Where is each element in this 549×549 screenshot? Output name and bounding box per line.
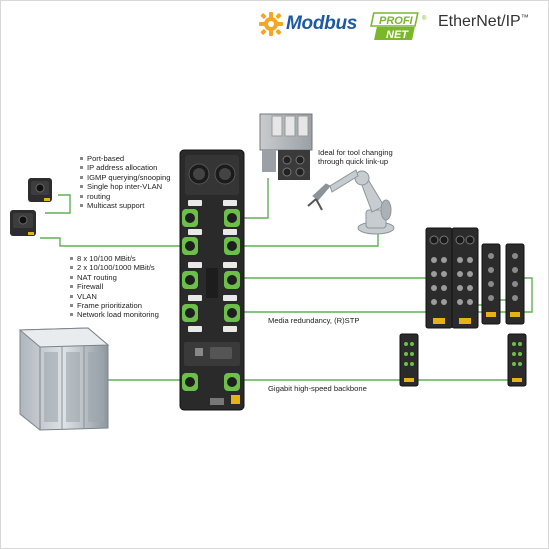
ethernetip-trademark: ™	[520, 13, 529, 22]
modbus-logo: Modbus	[258, 9, 357, 39]
switch-feature-list: Port-based IP address allocation IGMP qu…	[80, 154, 170, 210]
profinet-logo: PROFI NET ®	[369, 12, 427, 42]
backbone-module-2	[507, 333, 527, 387]
modbus-text: Modbus	[286, 13, 358, 34]
camera-device-2	[10, 210, 36, 236]
io-module-2	[451, 227, 479, 329]
feature-item: Port-based	[80, 154, 170, 163]
feature-item: routing	[80, 192, 170, 201]
port-feature-list: 8 x 10/100 MBit/s 2 x 10/100/1000 MBit/s…	[70, 254, 159, 320]
control-cabinet	[18, 327, 110, 431]
profinet-registered-mark: ®	[422, 15, 427, 22]
tool-changing-line2: through quick link-up	[318, 157, 389, 167]
tool-changing-line1: Ideal for tool changing	[318, 148, 393, 157]
feature-item: Single hop inter-VLAN	[80, 182, 170, 191]
backbone-module-1	[399, 333, 419, 387]
feature-item: NAT routing	[70, 273, 159, 282]
ethernetip-text: EtherNet/IP	[438, 13, 521, 30]
profinet-top-text: PROFI	[379, 15, 414, 27]
ethernetip-logo: EtherNet/IP™	[438, 13, 529, 31]
tool-changing-label: Ideal for tool changing through quick li…	[318, 148, 393, 167]
profinet-bottom-text: NET	[386, 29, 409, 41]
modbus-gear-icon	[259, 12, 283, 36]
gigabit-backbone-label: Gigabit high-speed backbone	[268, 384, 367, 393]
feature-item: Multicast support	[80, 201, 170, 210]
feature-item: Network load monitoring	[70, 310, 159, 319]
tool-changer-modules	[259, 113, 313, 180]
io-module-1	[425, 227, 453, 329]
feature-item: IGMP querying/snooping	[80, 173, 170, 182]
cable-redundancy-bottom	[232, 277, 533, 313]
robot-arm	[307, 169, 395, 235]
camera-device-1	[28, 178, 52, 202]
feature-item: Frame prioritization	[70, 301, 159, 310]
feature-item: VLAN	[70, 292, 159, 301]
feature-item: IP address allocation	[80, 163, 170, 172]
cable-robot	[230, 225, 379, 247]
feature-item: Firewall	[70, 282, 159, 291]
feature-item: 2 x 10/100/1000 MBit/s	[70, 263, 159, 272]
io-module-3	[481, 243, 501, 325]
cable-camera1	[45, 194, 71, 214]
cable-camera2	[40, 237, 183, 247]
feature-item: 8 x 10/100 MBit/s	[70, 254, 159, 263]
io-module-4	[505, 243, 525, 325]
device-ports	[182, 209, 240, 391]
central-switch-device	[179, 149, 245, 411]
media-redundancy-label: Media redundancy, (R)STP	[268, 316, 360, 325]
